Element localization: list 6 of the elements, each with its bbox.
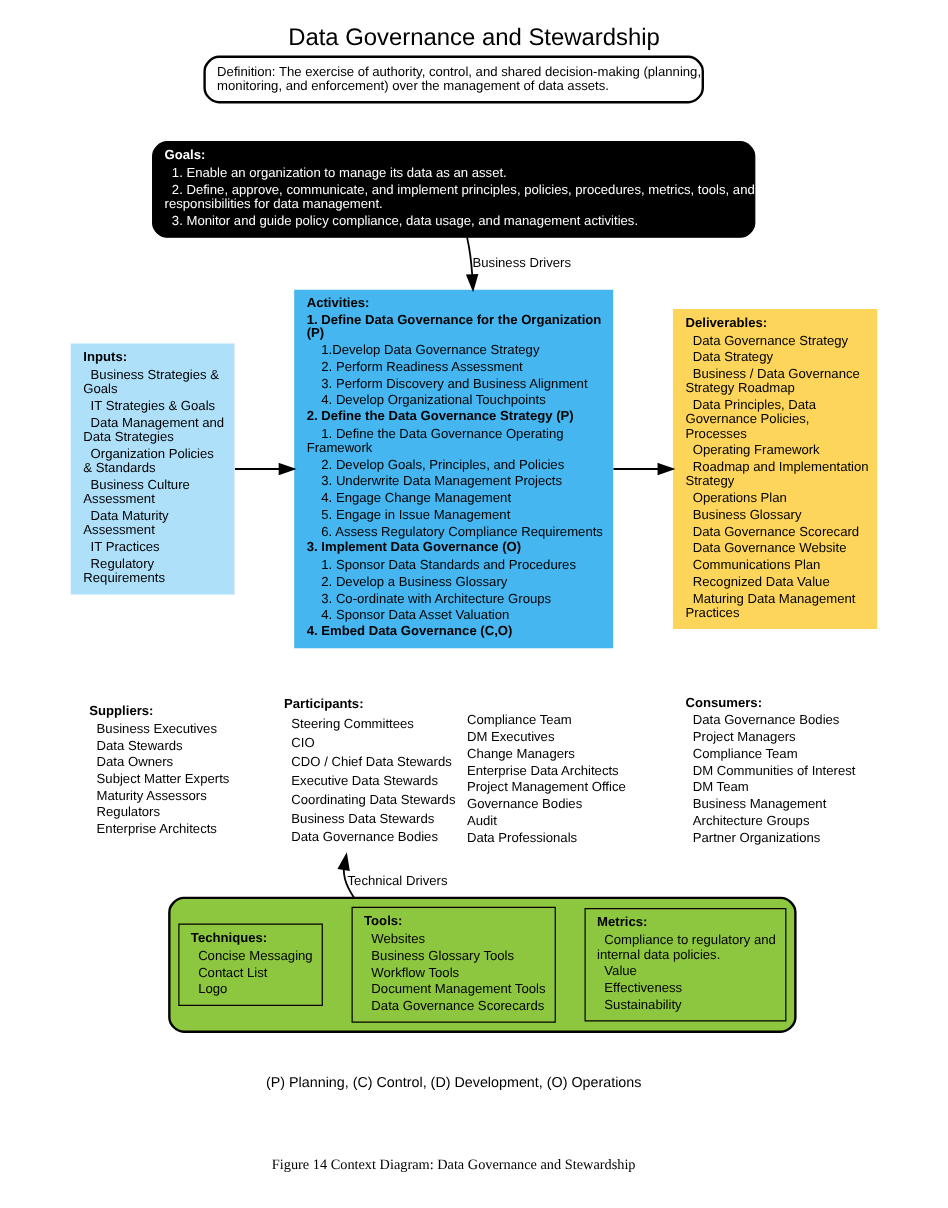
cluster xyxy=(168,896,797,1033)
arrow xyxy=(337,852,356,899)
arrow xyxy=(612,462,676,476)
arrow xyxy=(465,236,479,293)
diagram-title: Data Governance and Stewardship xyxy=(288,22,660,51)
arrow xyxy=(234,462,297,476)
